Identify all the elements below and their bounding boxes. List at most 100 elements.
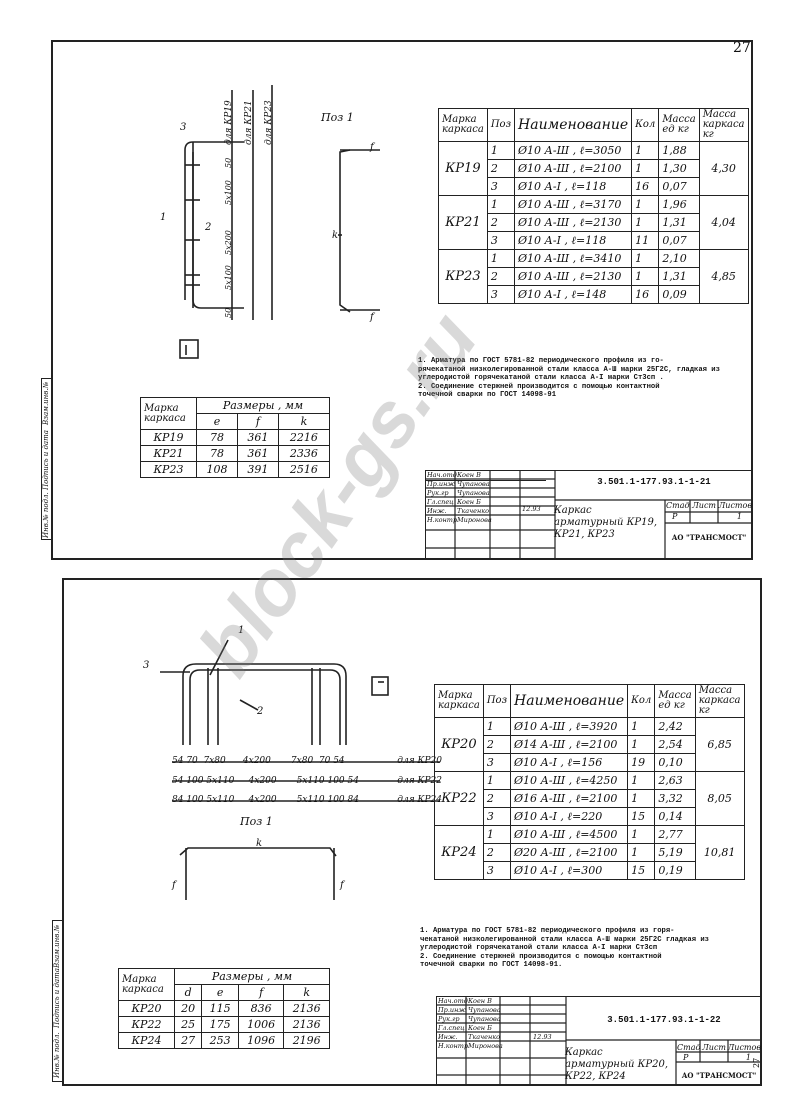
dim-k: k	[332, 230, 339, 241]
spec-unit: 0,14	[654, 807, 696, 826]
spec-name: Ø10 А-Ш , ℓ=3920	[510, 717, 629, 736]
callout-1-s2: 1	[238, 625, 245, 636]
note-line: 2. Соединение стержней производится с по…	[418, 382, 660, 391]
spec-qty: 16	[631, 285, 660, 304]
spec-h-unit: Масса ед кг	[654, 684, 696, 718]
notes-1: 1. Арматура по ГОСТ 5781-82 периодическо…	[418, 357, 720, 400]
spec-unit: 2,42	[654, 717, 696, 736]
hdim-values: 84 100 5x110 4x200 5x110 100 84	[172, 795, 359, 805]
stamp-date-1: 12.93	[522, 505, 541, 513]
note-line: углеродистой горячекатаной стали класса …	[418, 374, 664, 382]
spec-name: Ø10 А-I , ℓ=148	[514, 285, 633, 304]
hdim-row: 54 100 5x110 4x200 5x110 100 54 для КР22	[172, 772, 442, 792]
spec-mass: 4,85	[698, 249, 749, 304]
stamp-role: Гл.спец	[438, 1024, 465, 1032]
spec-name: Ø10 А-I , ℓ=220	[510, 807, 629, 826]
hdim-values: 54 70 7x80 4x200 7x80 70 54	[172, 756, 345, 766]
stamp-person: Чупанова	[457, 489, 490, 497]
hdim-mark: для КР22	[397, 775, 442, 786]
dim-f-top: f	[370, 142, 374, 153]
stamp-person: Миронова	[457, 516, 492, 524]
stamp-person: Коен В	[468, 997, 492, 1005]
hdim-mark: для КР24	[397, 795, 442, 805]
spec-name: Ø10 А-Ш , ℓ=2130	[514, 213, 633, 232]
sheet-2	[62, 578, 762, 1086]
notes-2: 1. Арматура по ГОСТ 5781-82 периодическо…	[420, 927, 709, 970]
stamp-sheet-h: Лист	[692, 501, 717, 510]
stamp-person: Ткаченко	[468, 1033, 501, 1041]
spec-mass: 4,04	[698, 195, 749, 250]
dim-f-left-s2: f	[172, 880, 176, 891]
spec-unit: 1,88	[658, 141, 700, 160]
dim-k-s2: k	[256, 838, 263, 849]
title-block-2: 3.501.1-177.93.1-1-22 Каркас арматурный …	[436, 996, 762, 1086]
callout-2: 2	[205, 222, 212, 233]
note-line: 2. Соединение стержней производится с по…	[420, 952, 662, 961]
dims-mark: КР22	[118, 1016, 175, 1033]
stamp-meta-1: Стад Лист Листов	[666, 501, 752, 510]
stamp-stage-h: Стад	[677, 1043, 701, 1052]
stamp-title-1: Каркас арматурный КР19, КР21, КР23	[554, 505, 658, 540]
side-stamp-2	[52, 920, 64, 1082]
spec-mark: КР20	[434, 717, 484, 772]
spec-name: Ø10 А-I , ℓ=118	[514, 231, 633, 250]
dims-mark: КР24	[118, 1032, 175, 1049]
callout-3-s2: 3	[143, 660, 150, 671]
callout-1: 1	[160, 212, 167, 223]
dims-mark: КР23	[140, 461, 197, 478]
note-line: точечной сварки по ГОСТ 14098-91.	[420, 961, 563, 969]
spec-h-pos: Поз	[482, 684, 512, 718]
stamp-person: Чупанова	[457, 480, 490, 488]
stamp-person: Чупанова	[468, 1015, 501, 1023]
stamp-stage: Р	[683, 1053, 689, 1062]
stamp-stage: Р	[672, 512, 678, 521]
callout-2-s2: 2	[257, 706, 264, 717]
spec-unit: 2,63	[654, 771, 696, 790]
spec-pos: 3	[482, 861, 512, 880]
stamp-person: Коен В	[457, 471, 481, 479]
stamp-person: Чупанова	[468, 1006, 501, 1014]
spec-mark: КР19	[438, 141, 488, 196]
hdim-row: 84 100 5x110 4x200 5x110 100 84 для КР24	[172, 791, 442, 811]
stamp-code-2: 3.501.1-177.93.1-1-22	[607, 1015, 721, 1025]
note-line: рячекатаной низколегированной стали клас…	[418, 365, 720, 374]
spec-name: Ø16 А-Ш , ℓ=2100	[510, 789, 629, 808]
spec-name: Ø20 А-Ш , ℓ=2100	[510, 843, 629, 862]
spec-unit: 3,32	[654, 789, 696, 808]
spec-name: Ø10 А-I , ℓ=118	[514, 177, 633, 196]
spec-unit: 2,10	[658, 249, 700, 268]
stamp-role: Рук.гр	[438, 1015, 460, 1023]
dims-value: 2196	[283, 1032, 330, 1049]
spec-pos: 3	[486, 285, 516, 304]
dim-f-bot: f	[370, 312, 374, 323]
stamp-person: Миронова	[468, 1042, 503, 1050]
hdim-values: 54 100 5x110 4x200 5x110 100 54	[172, 775, 359, 786]
spec-unit: 1,96	[658, 195, 700, 214]
dims-mark: КР19	[140, 429, 197, 446]
spec-h-mark: Марка каркаса	[438, 108, 488, 142]
stamp-role: Пр.инж	[427, 480, 455, 488]
stamp-meta-2: Стад Лист Листов	[677, 1043, 761, 1052]
stamp-org-1: АО "ТРАНСМОСТ"	[671, 533, 747, 542]
